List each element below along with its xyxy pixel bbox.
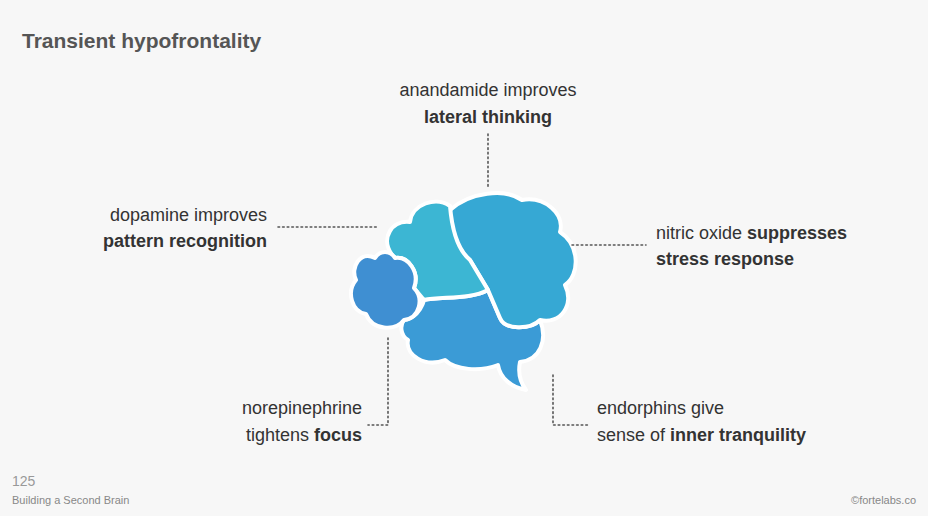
chemical-label: nitric oxide: [656, 222, 742, 245]
label-line: Building a Second Brain: [12, 493, 129, 507]
leader-line: [553, 375, 588, 425]
effect-label: suppresses: [747, 222, 847, 245]
chemical-label: norepinephrine: [242, 397, 362, 420]
page-number: 125: [12, 472, 35, 490]
chemical-label: dopamine improves: [110, 204, 267, 227]
chemical-label: endorphins give: [597, 397, 724, 420]
leader-line: [278, 226, 378, 228]
footer-text: Building a Second Brain: [12, 493, 129, 507]
slide-title: Transient hypofrontality: [22, 29, 261, 53]
label-line: norepinephrine: [242, 397, 362, 420]
label-line: stress response: [656, 248, 794, 271]
effect-label: inner tranquility: [670, 424, 806, 447]
effect-label: pattern recognition: [103, 230, 267, 253]
chemical-label: tightens: [246, 424, 309, 447]
copyright-text: ©fortelabs.co: [851, 493, 916, 507]
label-line: ©fortelabs.co: [851, 493, 916, 507]
leader-line: [572, 244, 646, 246]
label-line: dopamine improves: [110, 204, 267, 227]
chemical-label: anandamide improves: [399, 79, 576, 102]
leader-line: [487, 134, 489, 188]
label-line: nitric oxidesuppresses: [656, 222, 847, 245]
chemical-label: sense of: [597, 424, 665, 447]
effect-label: stress response: [656, 248, 794, 271]
leader-line: [368, 338, 388, 425]
label-line: sense ofinner tranquility: [597, 424, 806, 447]
label-line: anandamide improves: [399, 79, 576, 102]
label-line: pattern recognition: [103, 230, 267, 253]
effect-label: lateral thinking: [424, 106, 552, 129]
label-line: tightensfocus: [246, 424, 362, 447]
label-line: endorphins give: [597, 397, 724, 420]
effect-label: focus: [314, 424, 362, 447]
label-line: 125: [12, 472, 35, 490]
brain-front-lobe: [351, 252, 419, 328]
label-line: lateral thinking: [424, 106, 552, 129]
